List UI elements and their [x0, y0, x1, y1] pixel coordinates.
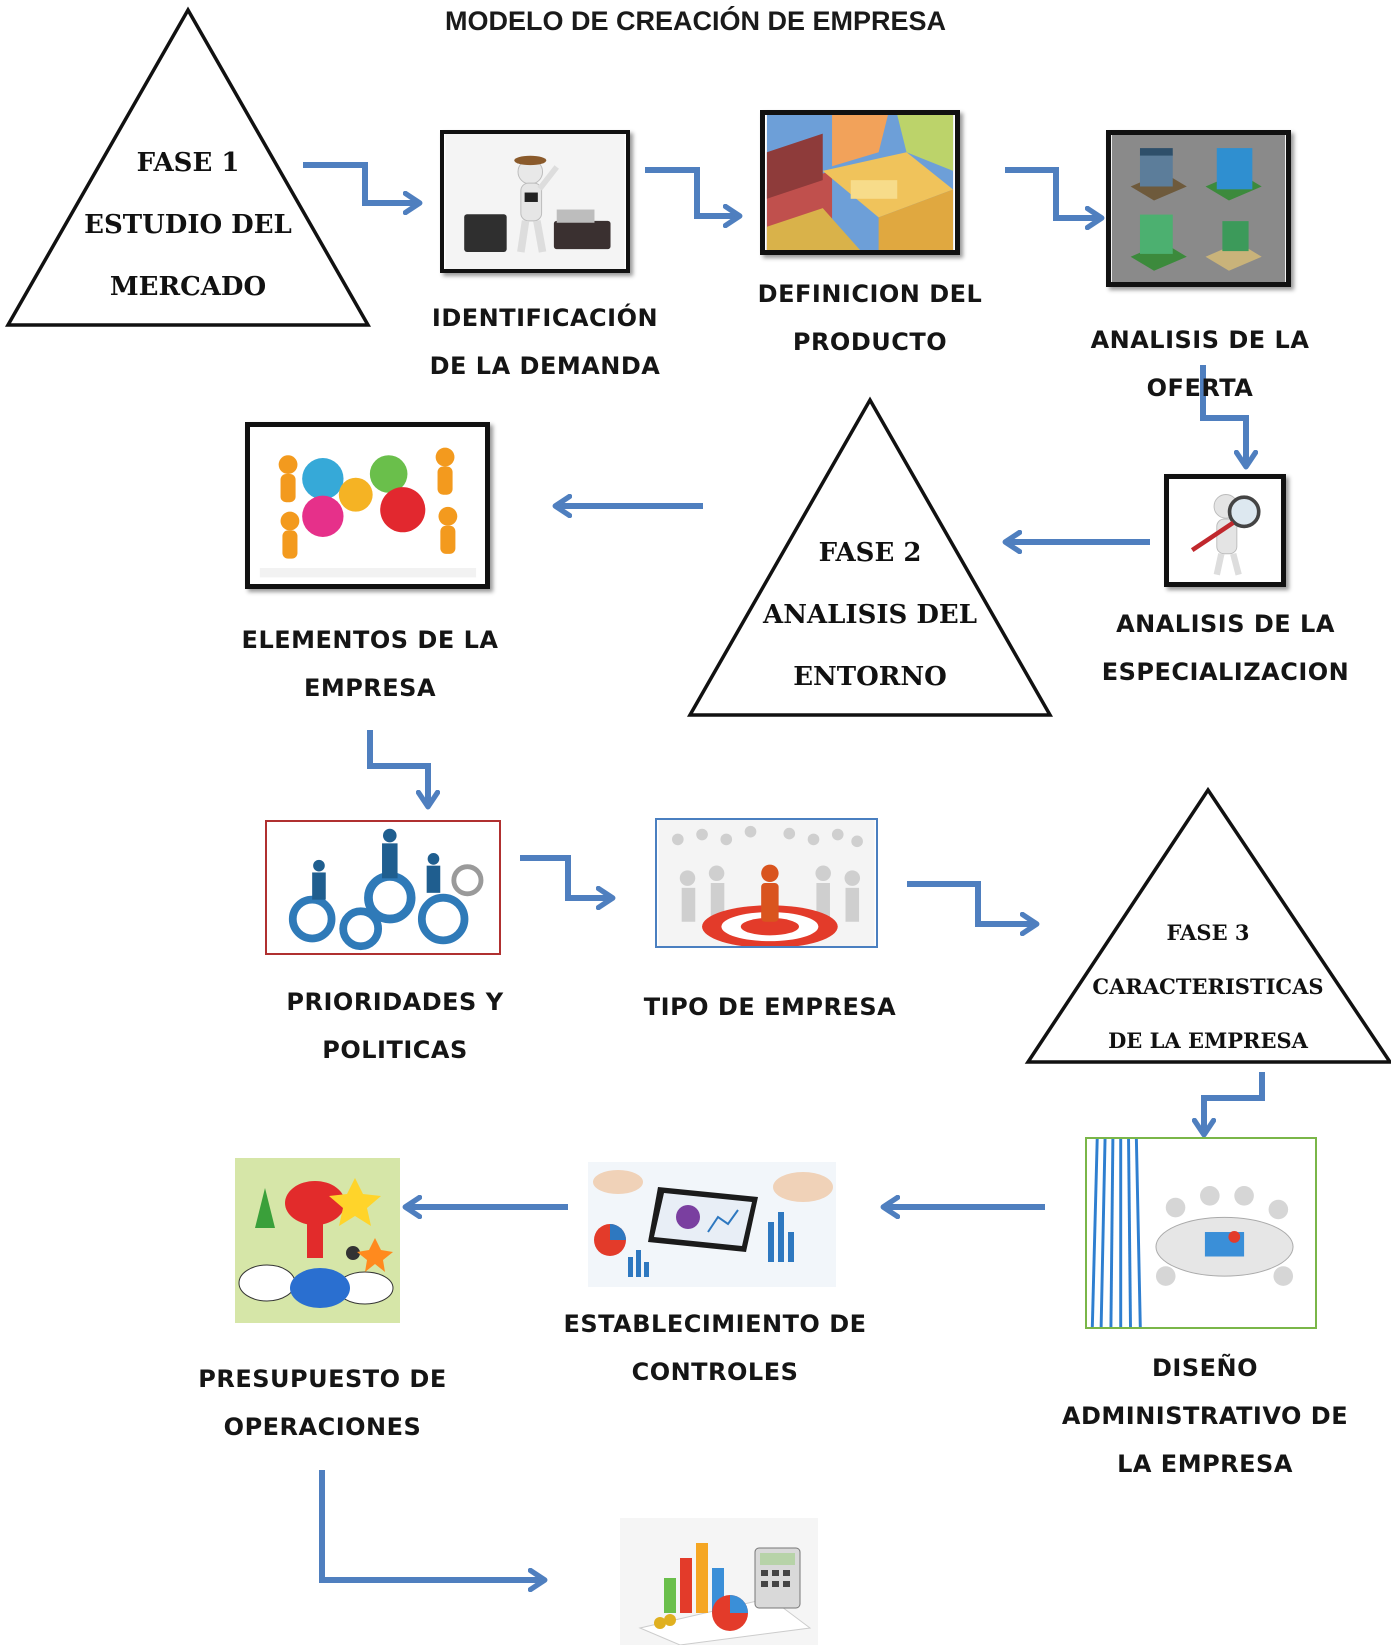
diagram-title: MODELO DE CREACIÓN DE EMPRESA [444, 6, 947, 36]
producto-image [760, 110, 960, 255]
arrow-tipo-to-phase3 [907, 881, 1032, 924]
phase-3-text: FASE 3 CARACTERISTICAS DE LA EMPRESA [1092, 920, 1324, 1053]
especializacion-image [1164, 474, 1286, 587]
arrow-phase3-to-diseno [1204, 1072, 1265, 1130]
oferta-image [1106, 130, 1291, 287]
demanda-image [440, 130, 630, 273]
tipo-image [655, 818, 878, 948]
diseno-image [1085, 1137, 1317, 1329]
arrow-oferta-to-especializacion [1200, 365, 1246, 462]
phase-1-triangle [4, 6, 372, 327]
arrow-presupuesto-to-final [319, 1470, 540, 1580]
tipo-label: TIPO DE EMPRESA [643, 993, 897, 1021]
arrow-phase1-to-demanda [303, 162, 415, 203]
phase-2-triangle [686, 396, 1054, 717]
arrow-producto-to-oferta [1005, 167, 1097, 218]
arrow-demanda-to-producto [645, 167, 735, 216]
phase-2-text: FASE 2 ANALISIS DEL ENTORNO [763, 538, 977, 692]
elementos-image [245, 422, 490, 589]
prioridades-image [265, 820, 501, 955]
arrow-elementos-to-prioridades [367, 730, 428, 802]
arrow-prioridades-to-tipo [520, 855, 608, 898]
oferta-label: ANALISIS DE LA OFERTA [1090, 326, 1310, 402]
final-finance-image [620, 1518, 818, 1645]
phase-1-text: FASE 1 ESTUDIO DEL MERCADO [84, 148, 292, 302]
controles-image [588, 1162, 836, 1287]
presupuesto-image [235, 1158, 400, 1323]
phase-3-triangle [1024, 786, 1391, 1064]
